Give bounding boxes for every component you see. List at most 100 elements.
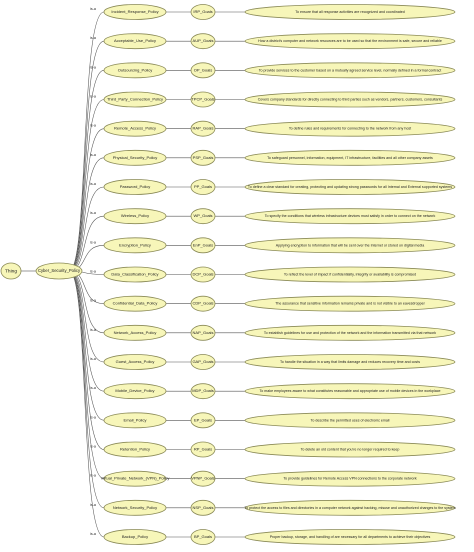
description-node[interactable] <box>244 4 456 20</box>
policy-node[interactable] <box>103 354 167 370</box>
policy-label: Incident_Response_Policy <box>111 9 158 14</box>
description-node[interactable] <box>244 91 456 108</box>
goal-label: NSP_Goals <box>193 505 214 510</box>
goal-label: BP_Goals <box>194 534 212 539</box>
goal-node[interactable] <box>190 295 216 312</box>
goal-label: MDP_Goals <box>192 388 214 393</box>
description-node[interactable] <box>244 383 456 400</box>
goal-node[interactable] <box>190 120 216 137</box>
goal-node[interactable] <box>190 354 216 370</box>
policy-node[interactable] <box>103 237 167 254</box>
description-label: To provide guidelines for Remote Access … <box>283 477 416 481</box>
description-node[interactable] <box>244 208 456 225</box>
goal-node[interactable] <box>190 91 216 108</box>
policy-node[interactable] <box>103 470 167 487</box>
description-node[interactable] <box>244 62 456 79</box>
goal-label: EP_Goals <box>194 417 212 422</box>
policy-label: Network_Access_Policy <box>114 330 157 335</box>
description-label: To define a clear standard for creating,… <box>248 185 452 189</box>
root-node[interactable] <box>0 262 22 280</box>
goal-node[interactable] <box>190 529 216 545</box>
goal-node[interactable] <box>190 441 216 458</box>
policy-node[interactable] <box>103 120 167 137</box>
description-label: To delete an old content that you're no … <box>301 447 400 451</box>
edge-label: is-a <box>90 65 96 69</box>
edge-hub-policy <box>68 157 105 272</box>
goal-node[interactable] <box>190 149 216 166</box>
description-node[interactable] <box>244 179 456 195</box>
edge-label: is-a <box>90 36 96 40</box>
policy-node[interactable] <box>103 383 167 400</box>
description-node[interactable] <box>244 499 456 516</box>
goal-label: TPCP_Goals <box>191 97 214 102</box>
policy-node[interactable] <box>103 33 167 50</box>
goal-label: AUP_Goals <box>193 38 214 43</box>
description-node[interactable] <box>244 470 456 487</box>
goal-node[interactable] <box>190 383 216 400</box>
goal-node[interactable] <box>190 470 216 487</box>
policy-node[interactable] <box>103 91 167 108</box>
goal-node[interactable] <box>190 208 216 225</box>
edge-hub-policy <box>68 270 105 509</box>
policy-label: Outsourcing_Policy <box>118 67 152 72</box>
policy-label: Mobile_Device_Policy <box>115 388 154 393</box>
policy-node[interactable] <box>103 149 167 166</box>
policy-node[interactable] <box>103 295 167 312</box>
description-node[interactable] <box>244 441 456 458</box>
goal-label: RAP_Goals <box>193 126 214 131</box>
goal-label: GAP_Goals <box>192 359 213 364</box>
goal-node[interactable] <box>190 324 216 341</box>
goal-node[interactable] <box>190 4 216 20</box>
description-node[interactable] <box>244 149 456 166</box>
description-node[interactable] <box>244 33 456 50</box>
edge-label: is-a <box>90 503 96 507</box>
description-node[interactable] <box>244 354 456 370</box>
policy-label: Retention_Policy <box>120 447 150 452</box>
edge-hub-policy <box>68 270 105 334</box>
policy-node[interactable] <box>103 412 167 429</box>
policy-node[interactable] <box>103 208 167 225</box>
policy-node[interactable] <box>103 4 167 20</box>
goal-node[interactable] <box>190 237 216 254</box>
description-node[interactable] <box>244 237 456 254</box>
policy-label: Acceptable_Use_Policy <box>114 38 156 43</box>
edge-label: is-a <box>90 269 96 273</box>
root-label: Thing <box>5 268 17 274</box>
description-label: Proper backup, storage, and handling of … <box>270 535 431 539</box>
goal-node[interactable] <box>190 33 216 50</box>
policy-node[interactable] <box>103 179 167 195</box>
edge-hub-policy <box>68 99 105 272</box>
description-node[interactable] <box>244 295 456 312</box>
goal-node[interactable] <box>190 179 216 195</box>
goal-node[interactable] <box>190 412 216 429</box>
policy-node[interactable] <box>103 266 167 283</box>
policy-label: Backup_Policy <box>122 534 148 539</box>
goal-label: DCP_Goals <box>192 272 213 277</box>
policy-label: Encryption_Policy <box>119 242 151 247</box>
edge-hub-policy <box>68 270 105 363</box>
goal-node[interactable] <box>190 266 216 283</box>
description-node[interactable] <box>244 529 456 545</box>
hub-node[interactable] <box>35 262 83 280</box>
policy-node[interactable] <box>103 499 167 516</box>
goal-node[interactable] <box>190 499 216 516</box>
policy-node[interactable] <box>103 62 167 79</box>
description-label: To specify the conditions that wireless … <box>265 214 436 218</box>
description-node[interactable] <box>244 412 456 429</box>
description-node[interactable] <box>244 120 456 137</box>
description-label: To protect the access to files and direc… <box>244 506 455 510</box>
goal-node[interactable] <box>190 62 216 79</box>
goal-label: VPNP_Goals <box>191 476 215 481</box>
edge-label: is-a <box>90 444 96 448</box>
edge-label: is-a <box>90 240 96 244</box>
policy-label: Data_Classification_Policy <box>111 272 158 277</box>
description-node[interactable] <box>244 324 456 341</box>
policy-label: Third_Party_Connection_Policy <box>107 97 163 102</box>
policy-label: Email_Policy <box>124 417 147 422</box>
policy-node[interactable] <box>103 324 167 341</box>
policy-node[interactable] <box>103 441 167 458</box>
edge-hub-policy <box>68 270 105 538</box>
description-node[interactable] <box>244 266 456 283</box>
policy-node[interactable] <box>103 529 167 545</box>
